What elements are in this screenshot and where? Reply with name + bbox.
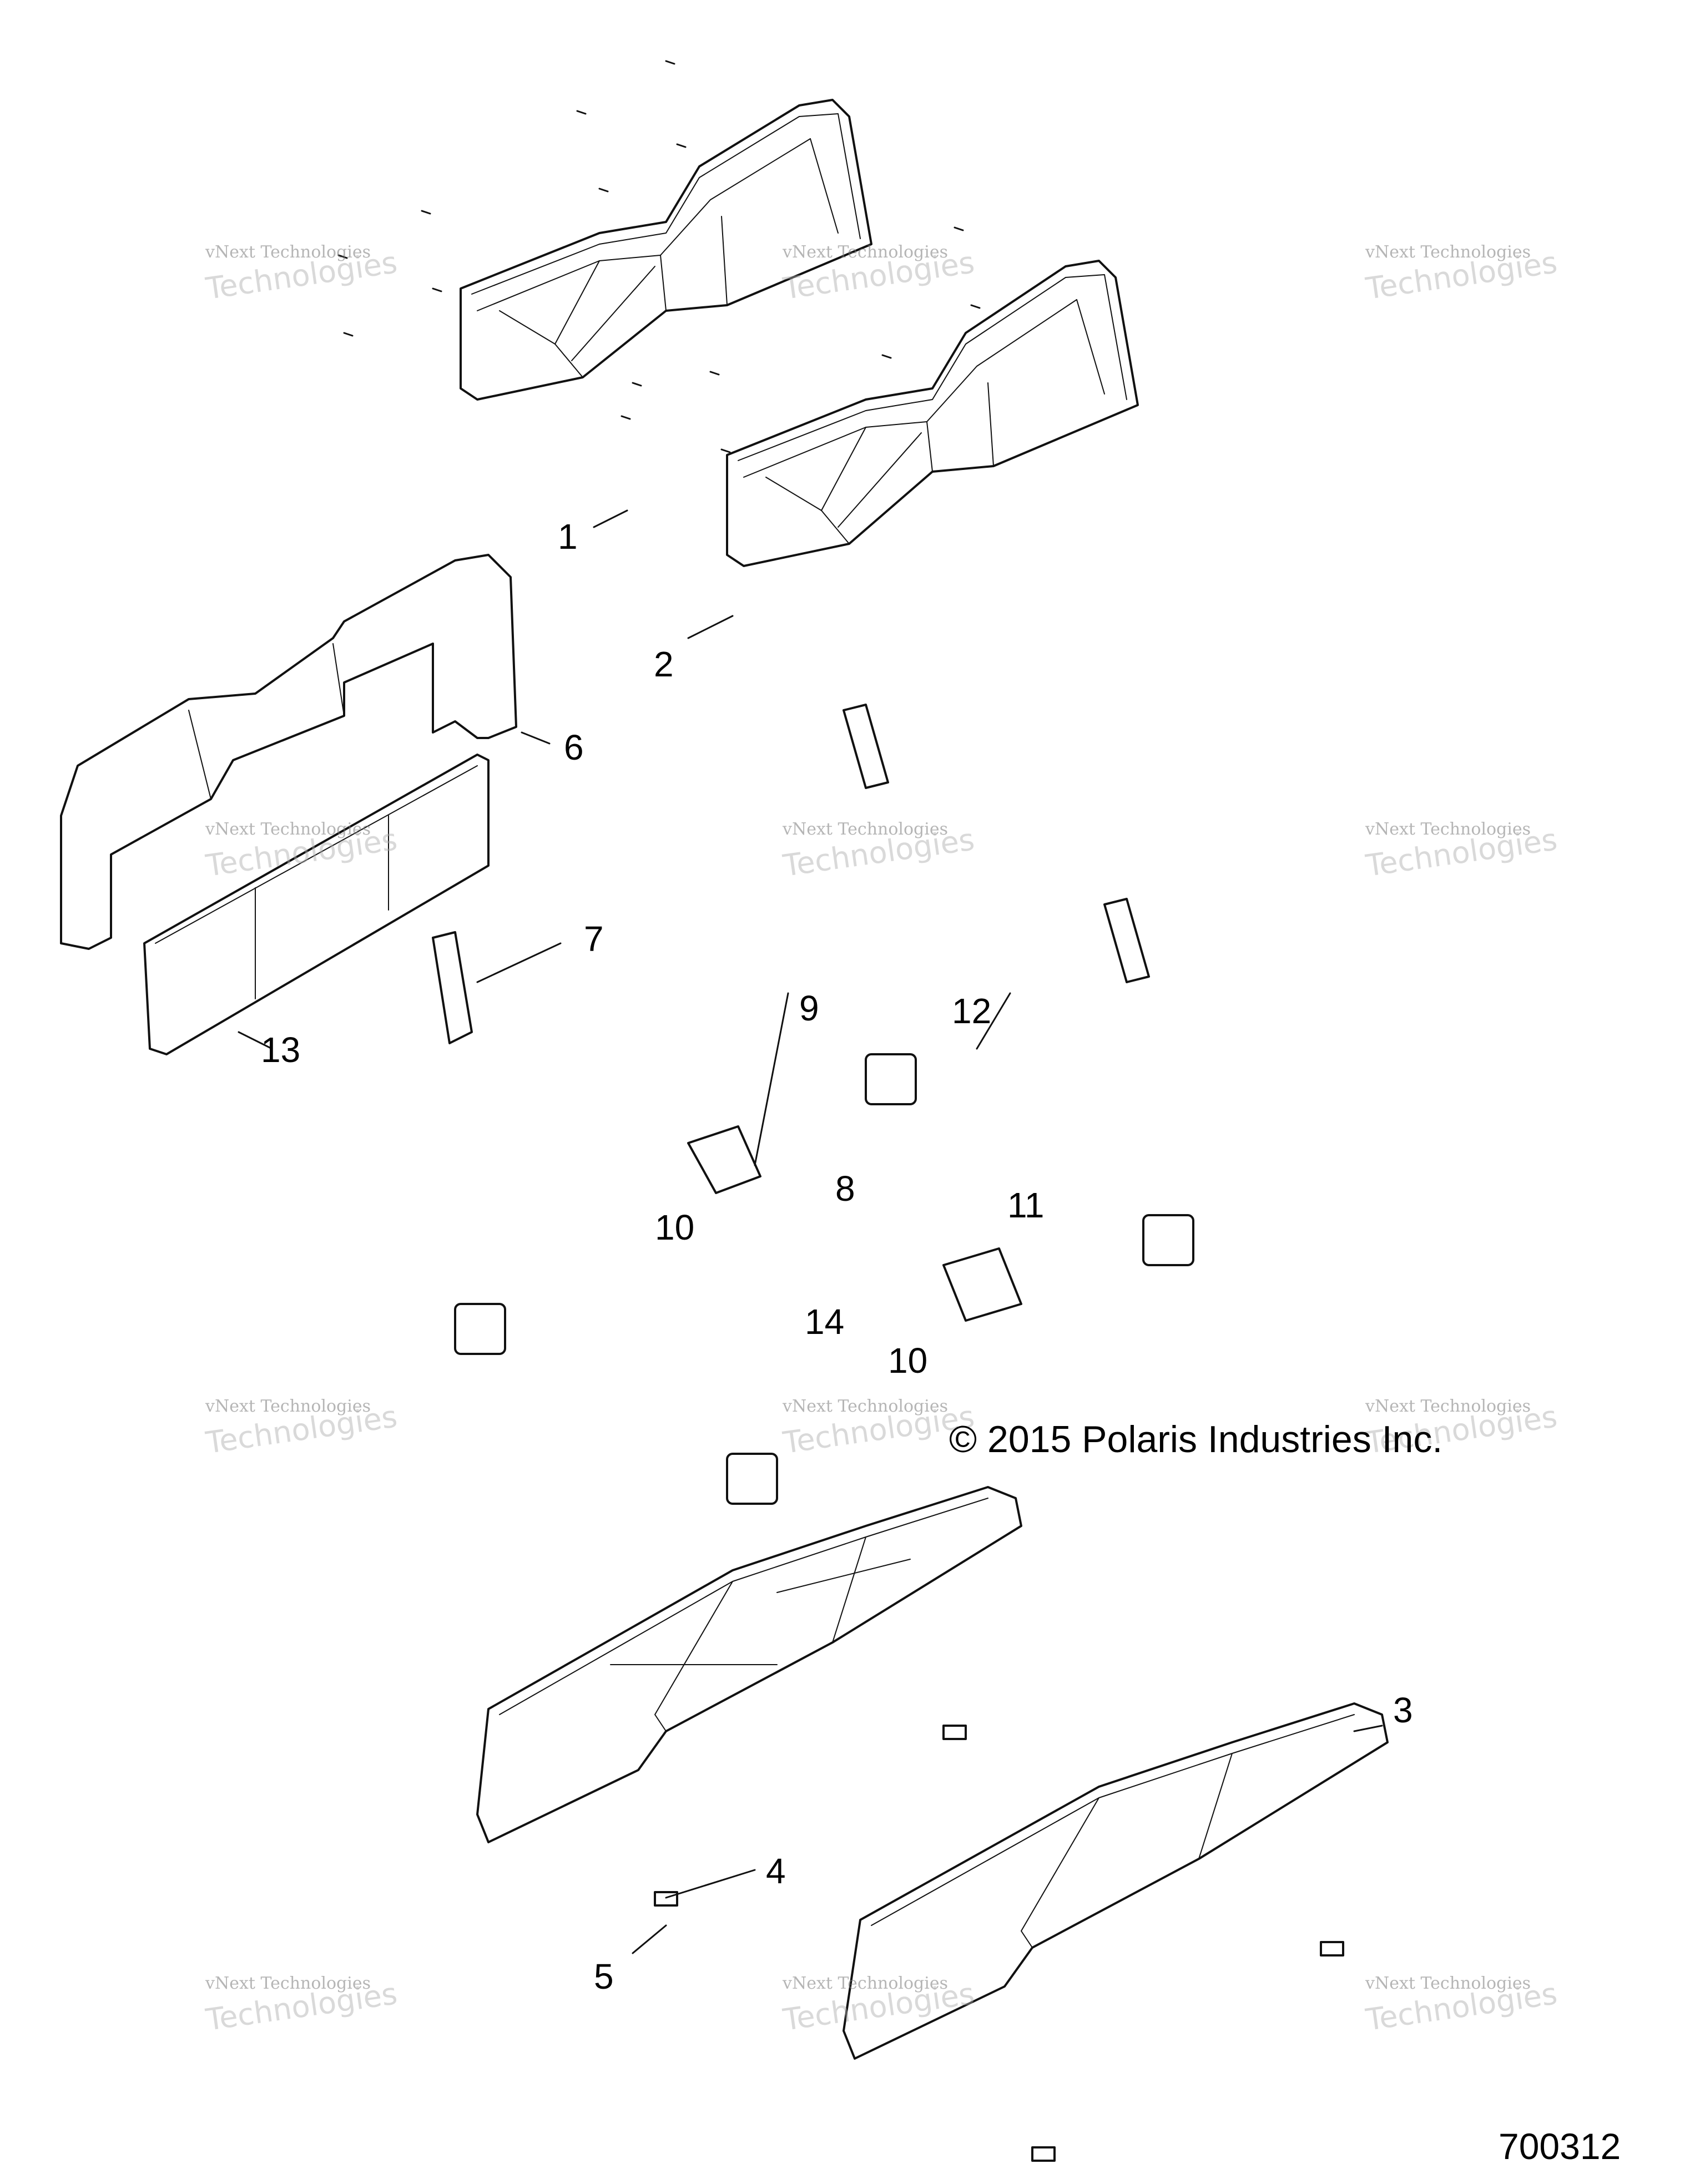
callout-14: 14	[805, 1302, 845, 1342]
seat-bottom-icon	[843, 1702, 1389, 2060]
callout-6: 6	[564, 727, 584, 767]
bracket-icon	[654, 1725, 1344, 2162]
callout-5: 5	[594, 1957, 614, 1996]
callout-13: 13	[261, 1030, 301, 1070]
diagram-id: 700312	[1499, 2126, 1621, 2167]
seat-belt-buckle-icon	[432, 704, 1150, 1044]
seat-back-icon	[460, 99, 872, 401]
screw-icon	[337, 60, 981, 453]
callout-1: 1	[558, 517, 578, 557]
seat-bottom-icon	[476, 1486, 1022, 1843]
callout-3: 3	[1393, 1690, 1413, 1730]
callout-4: 4	[766, 1851, 786, 1891]
seat-back-icon	[726, 260, 1139, 567]
seat-back-panel-icon	[143, 754, 490, 1055]
copyright-notice: © 2015 Polaris Industries Inc.	[949, 1418, 1443, 1460]
callout-11: 11	[1007, 1185, 1045, 1225]
callout-10: 10	[655, 1207, 695, 1247]
seat-belt-retractor-icon	[454, 1053, 1194, 1505]
callout-9: 9	[799, 988, 819, 1028]
callout-12: 12	[952, 991, 992, 1031]
callout-7: 7	[584, 919, 604, 959]
seat-back-panel-icon	[60, 554, 517, 950]
callout-2: 2	[654, 644, 674, 684]
callout-10: 10	[888, 1341, 928, 1381]
callout-8: 8	[835, 1169, 855, 1209]
